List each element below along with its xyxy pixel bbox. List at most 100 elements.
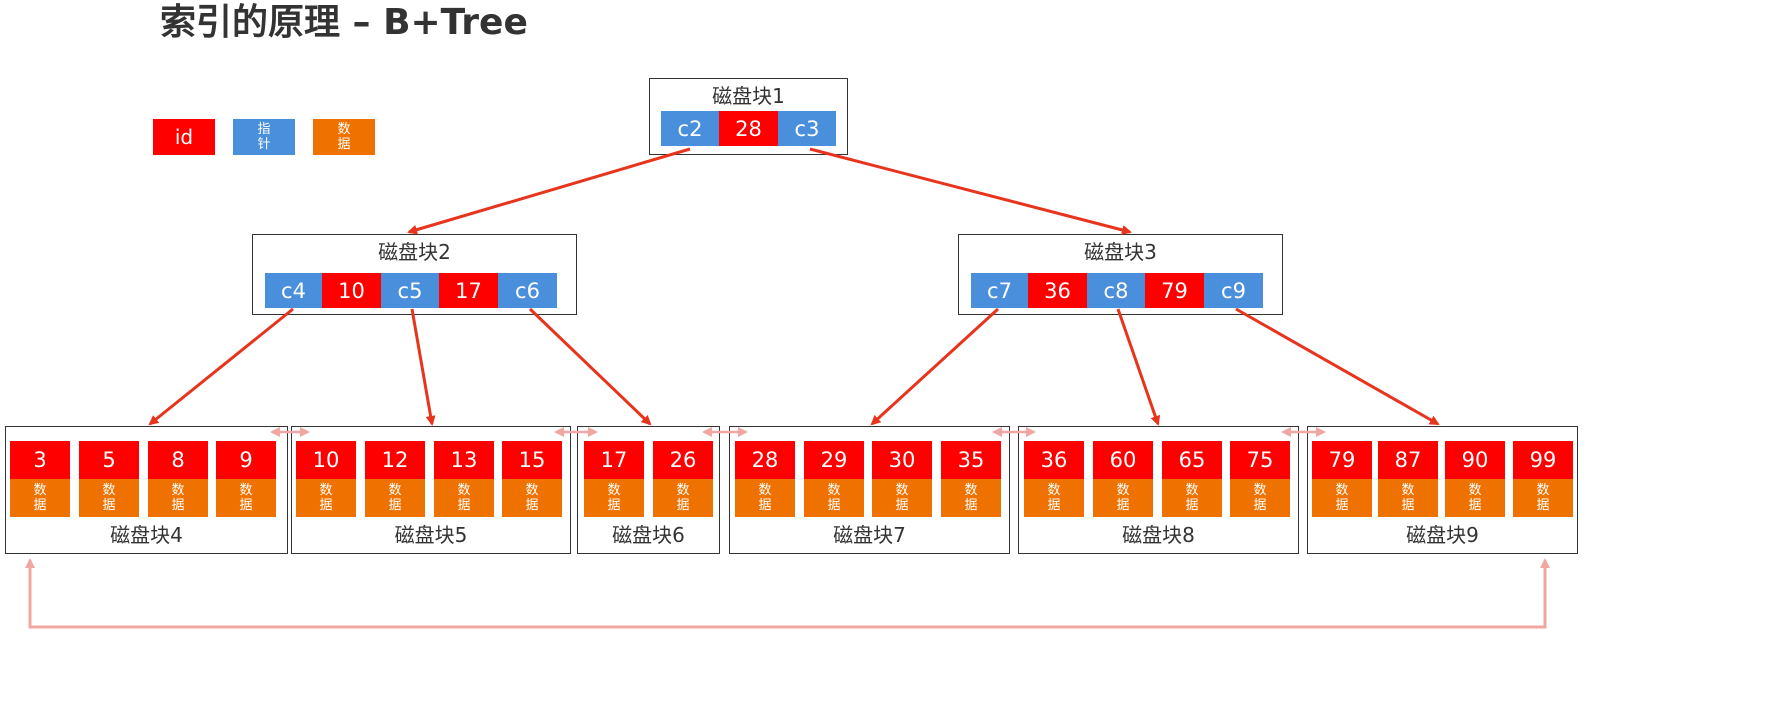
data-cell: 数据 — [1162, 479, 1222, 517]
data-cell: 数据 — [1513, 479, 1573, 517]
leaf-entry: 12 数据 — [365, 441, 425, 517]
key-cell: 79 — [1145, 273, 1204, 308]
key-cell: 9 — [216, 441, 276, 479]
disk-block-2: 磁盘块2 c4 10 c5 17 c6 — [252, 234, 577, 315]
key-cell: 5 — [79, 441, 139, 479]
data-cell: 数据 — [1024, 479, 1084, 517]
leaf-entry: 15 数据 — [502, 441, 562, 517]
data-cell: 数据 — [1093, 479, 1153, 517]
edge-block2-to-block6 — [528, 307, 652, 426]
key-cell: 60 — [1093, 441, 1153, 479]
leaf-entry: 3 数据 — [10, 441, 70, 517]
edge-block3-to-block8 — [1116, 308, 1161, 426]
key-cell: 36 — [1024, 441, 1084, 479]
legend-pointer-swatch: 指针 — [233, 119, 295, 155]
leaf-entry: 87 数据 — [1378, 441, 1438, 517]
key-cell: 17 — [584, 441, 644, 479]
key-cell: 8 — [148, 441, 208, 479]
edge-root-to-block3 — [809, 147, 1132, 235]
legend-id-swatch: id — [153, 119, 215, 155]
leaf-entry: 26 数据 — [653, 441, 713, 517]
legend-data-text: 数据 — [337, 122, 351, 152]
disk-block-3: 磁盘块3 c7 36 c8 79 c9 — [958, 234, 1283, 315]
disk-block-4: 3 数据 5 数据 8 数据 9 数据 磁盘块4 — [5, 426, 288, 554]
page-title: 索引的原理 – B+Tree — [160, 2, 528, 43]
key-cell: 17 — [439, 273, 498, 308]
block-label: 磁盘块7 — [833, 523, 906, 547]
block-label: 磁盘块1 — [712, 84, 785, 108]
data-cell: 数据 — [216, 479, 276, 517]
data-cell: 数据 — [502, 479, 562, 517]
leaf-entry: 30 数据 — [872, 441, 932, 517]
edge-root-to-block2 — [407, 147, 691, 235]
leaf-entry: 79 数据 — [1312, 441, 1372, 517]
data-cell: 数据 — [79, 479, 139, 517]
edge-block3-to-block7 — [870, 307, 1000, 426]
edge-block2-to-block5 — [410, 308, 436, 426]
data-cell: 数据 — [1445, 479, 1505, 517]
pointer-cell: c6 — [498, 273, 557, 308]
data-cell: 数据 — [1378, 479, 1438, 517]
key-cell: 99 — [1513, 441, 1573, 479]
key-cell: 3 — [10, 441, 70, 479]
key-cell: 26 — [653, 441, 713, 479]
key-cell: 65 — [1162, 441, 1222, 479]
data-cell: 数据 — [1230, 479, 1290, 517]
pointer-cell: c7 — [971, 273, 1028, 308]
block-label: 磁盘块3 — [1084, 240, 1157, 264]
leaf-entry: 99 数据 — [1513, 441, 1573, 517]
leaf-entry: 35 数据 — [941, 441, 1001, 517]
leaf-entry: 28 数据 — [735, 441, 795, 517]
key-cell: 75 — [1230, 441, 1290, 479]
key-cell: 36 — [1028, 273, 1087, 308]
data-cell: 数据 — [941, 479, 1001, 517]
data-cell: 数据 — [434, 479, 494, 517]
disk-block-6: 17 数据 26 数据 磁盘块6 — [577, 426, 720, 554]
data-cell: 数据 — [653, 479, 713, 517]
data-cell: 数据 — [584, 479, 644, 517]
key-cell: 12 — [365, 441, 425, 479]
disk-block-7: 28 数据 29 数据 30 数据 35 数据 磁盘块7 — [729, 426, 1010, 554]
block-label: 磁盘块2 — [378, 240, 451, 264]
leaf-entry: 75 数据 — [1230, 441, 1290, 517]
disk-block-9: 79 数据 87 数据 90 数据 99 数据 磁盘块9 — [1307, 426, 1578, 554]
edge-block2-to-block4 — [148, 307, 294, 426]
leaf-entry: 65 数据 — [1162, 441, 1222, 517]
disk-block-root: 磁盘块1 c2 28 c3 — [649, 78, 848, 155]
key-cell: 90 — [1445, 441, 1505, 479]
data-cell: 数据 — [804, 479, 864, 517]
pointer-cell: c3 — [778, 111, 836, 146]
disk-block-8: 36 数据 60 数据 65 数据 75 数据 磁盘块8 — [1018, 426, 1299, 554]
leaf-entry: 5 数据 — [79, 441, 139, 517]
disk-block-5: 10 数据 12 数据 13 数据 15 数据 磁盘块5 — [291, 426, 571, 554]
key-cell: 13 — [434, 441, 494, 479]
pointer-cell: c4 — [265, 273, 322, 308]
pointer-cell: c8 — [1087, 273, 1145, 308]
data-cell: 数据 — [365, 479, 425, 517]
block-label: 磁盘块8 — [1122, 523, 1195, 547]
leaf-entry: 13 数据 — [434, 441, 494, 517]
block-label: 磁盘块9 — [1406, 523, 1479, 547]
pointer-cell: c9 — [1204, 273, 1263, 308]
data-cell: 数据 — [296, 479, 356, 517]
leaf-entry: 29 数据 — [804, 441, 864, 517]
key-cell: 10 — [322, 273, 381, 308]
leaf-entry: 10 数据 — [296, 441, 356, 517]
block-label: 磁盘块6 — [612, 523, 685, 547]
key-cell: 28 — [735, 441, 795, 479]
data-cell: 数据 — [735, 479, 795, 517]
leaf-entry: 60 数据 — [1093, 441, 1153, 517]
data-cell: 数据 — [148, 479, 208, 517]
key-cell: 35 — [941, 441, 1001, 479]
legend-data-swatch: 数据 — [313, 119, 375, 155]
data-cell: 数据 — [1312, 479, 1372, 517]
leaf-entry: 36 数据 — [1024, 441, 1084, 517]
leaf-entry: 8 数据 — [148, 441, 208, 517]
pointer-cell: c2 — [661, 111, 719, 146]
key-cell: 10 — [296, 441, 356, 479]
key-cell: 15 — [502, 441, 562, 479]
key-cell: 79 — [1312, 441, 1372, 479]
leaf-entry: 9 数据 — [216, 441, 276, 517]
leaf-entry: 90 数据 — [1445, 441, 1505, 517]
